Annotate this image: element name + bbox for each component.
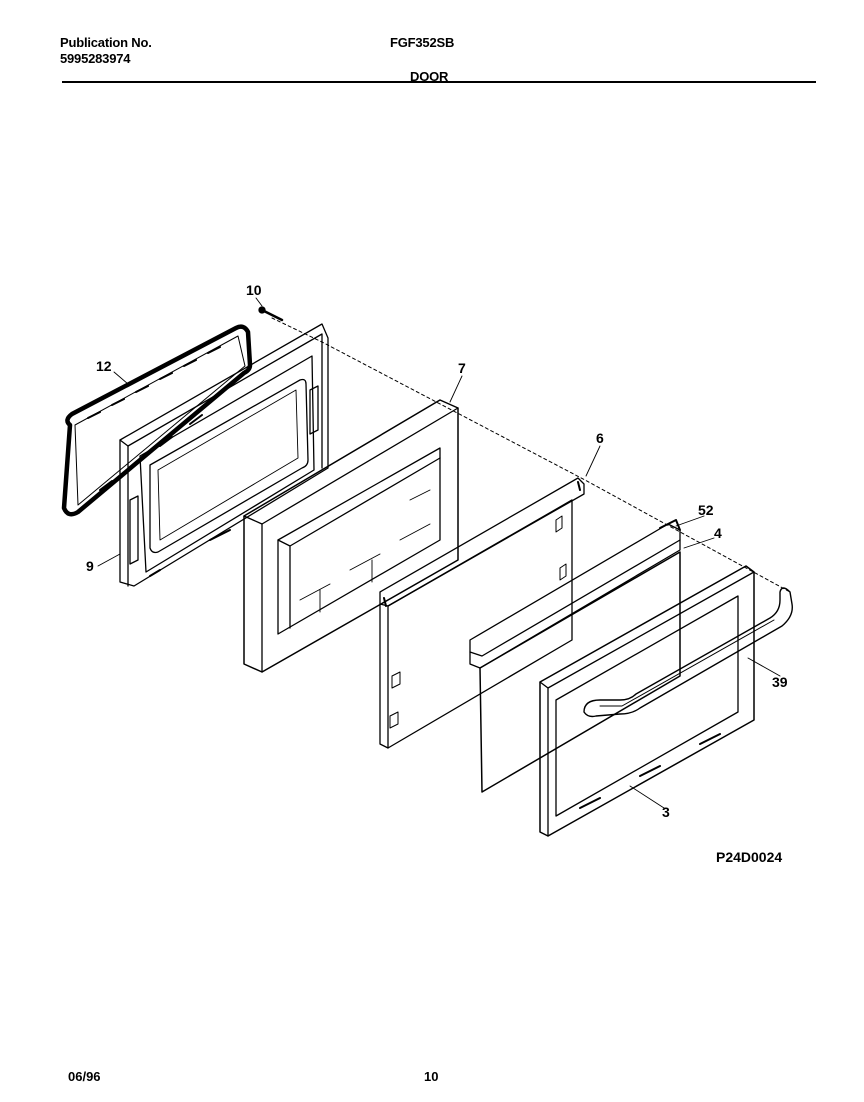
part-6-inner-panel [379, 477, 585, 749]
callout-52: 52 [698, 502, 714, 518]
part-7-outer-door-frame [243, 399, 459, 673]
publication-number: 5995283974 [60, 51, 131, 66]
part-3-outer-panel-frame [539, 565, 755, 837]
part-12-door-gasket [61, 324, 253, 517]
callout-3: 3 [662, 804, 670, 820]
leader-lines [97, 297, 781, 809]
page-number: 10 [424, 1069, 439, 1084]
explode-line [271, 317, 791, 593]
callout-10: 10 [246, 282, 262, 298]
callout-6: 6 [596, 430, 604, 446]
part-52-vent-channel [469, 519, 681, 669]
part-9-door-liner [119, 323, 329, 587]
callout-7: 7 [458, 360, 466, 376]
callout-4: 4 [714, 525, 722, 541]
callout-12: 12 [96, 358, 112, 374]
footer-date: 06/96 [68, 1069, 101, 1084]
part-4-door-glass [479, 551, 681, 793]
section-title: DOOR [410, 69, 449, 84]
header-rule [62, 81, 816, 83]
part-39-door-handle [583, 587, 793, 718]
part-10-screw [258, 306, 284, 322]
callout-39: 39 [772, 674, 788, 690]
model-number: FGF352SB [390, 35, 455, 50]
callout-9: 9 [86, 558, 94, 574]
figure-id: P24D0024 [716, 849, 782, 865]
publication-label: Publication No. [60, 35, 152, 50]
